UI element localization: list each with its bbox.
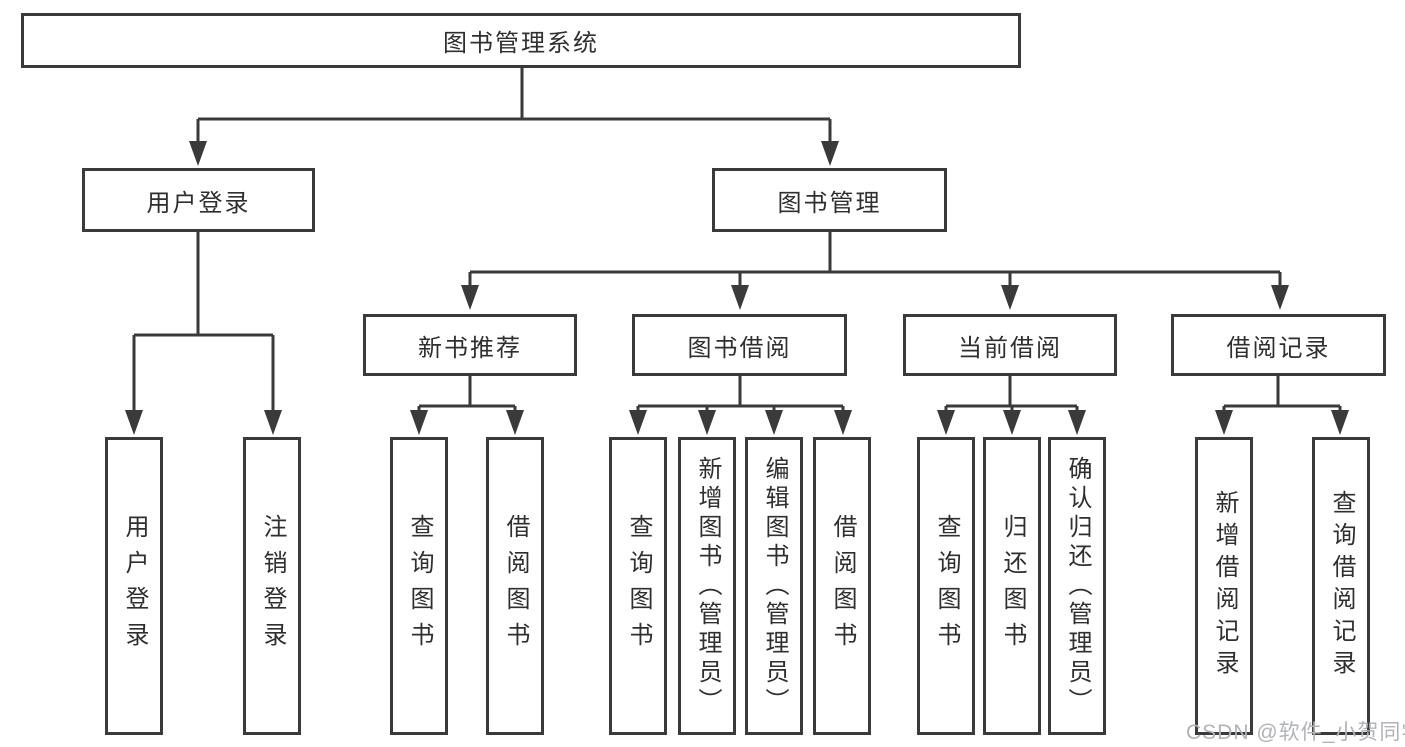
leaf-query-books-current: 查询图书	[917, 437, 975, 735]
leaf-query-books-borrowing: 查询图书	[609, 437, 667, 735]
node-label: 查询图书	[406, 514, 433, 658]
node-new-book-recommendation: 新书推荐	[363, 314, 577, 376]
leaf-borrow-books: 借阅图书	[813, 437, 871, 735]
node-label: 用户登录	[121, 514, 148, 658]
leaf-logout: 注销登录	[243, 437, 301, 735]
node-label: 查询借阅记录	[1328, 490, 1355, 682]
node-label: 借阅图书	[502, 514, 529, 658]
leaf-user-login: 用户登录	[105, 437, 163, 735]
leaf-edit-book-admin: 编辑图书（管理员）	[745, 437, 803, 735]
node-borrowing-records: 借阅记录	[1171, 314, 1386, 376]
leaf-add-book-admin: 新增图书（管理员）	[678, 437, 736, 735]
node-library-management-system: 图书管理系统	[21, 13, 1021, 68]
node-label: 新书推荐	[418, 334, 522, 362]
node-label: 借阅记录	[1226, 334, 1331, 362]
node-current-borrowing: 当前借阅	[903, 314, 1117, 376]
node-label: 查询图书	[933, 514, 960, 658]
node-book-management: 图书管理	[712, 168, 947, 232]
node-label: 新增图书（管理员）	[694, 455, 721, 717]
leaf-borrow-books-recommend: 借阅图书	[486, 437, 544, 735]
node-label: 图书借阅	[687, 334, 792, 362]
node-label: 归还图书	[999, 514, 1026, 658]
leaf-query-books-recommend: 查询图书	[390, 437, 448, 735]
node-label: 编辑图书（管理员）	[761, 455, 788, 717]
leaf-add-borrow-record: 新增借阅记录	[1195, 437, 1253, 735]
csdn-watermark: CSDN @软件_小贺同学	[1186, 721, 1405, 744]
node-label: 新增借阅记录	[1211, 490, 1238, 682]
leaf-return-book: 归还图书	[983, 437, 1041, 735]
node-label: 注销登录	[259, 514, 286, 658]
node-label: 借阅图书	[829, 514, 856, 658]
node-user-login: 用户登录	[82, 168, 315, 232]
arrowheads	[125, 141, 1349, 435]
node-label: 图书管理	[777, 189, 882, 217]
node-label: 用户登录	[146, 189, 251, 217]
node-label: 图书管理系统	[443, 30, 599, 57]
node-label: 确认归还（管理员）	[1064, 455, 1091, 717]
node-label: 当前借阅	[958, 334, 1062, 362]
leaf-confirm-return-admin: 确认归还（管理员）	[1048, 437, 1106, 735]
node-book-borrowing: 图书借阅	[632, 314, 847, 376]
node-label: 查询图书	[625, 514, 652, 658]
leaf-query-borrow-record: 查询借阅记录	[1312, 437, 1370, 735]
